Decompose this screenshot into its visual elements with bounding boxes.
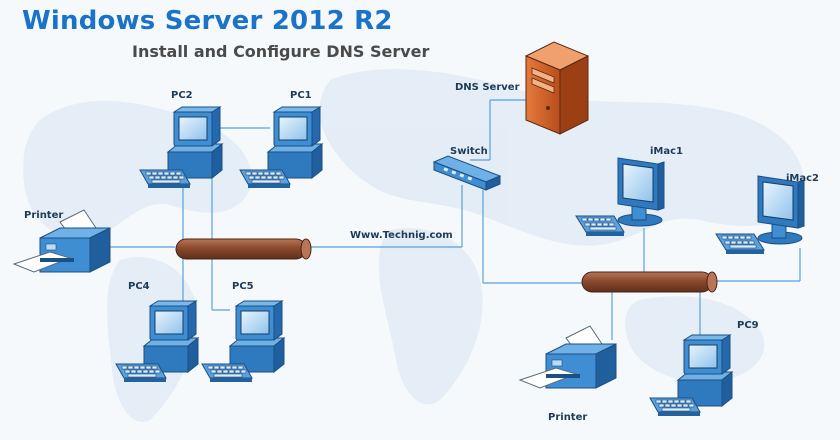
label-pc1: PC1 [290, 90, 312, 101]
label-imac1: iMac1 [650, 146, 684, 157]
label-printer-left: Printer [24, 210, 64, 221]
world-map-background [23, 69, 804, 422]
label-pc5: PC5 [232, 281, 254, 292]
label-pc9: PC9 [737, 320, 759, 331]
backbone-cable-left [175, 238, 312, 260]
label-pc4: PC4 [128, 281, 150, 292]
label-pc2: PC2 [171, 90, 193, 101]
dns-server-icon [525, 41, 589, 135]
label-printer-right: Printer [548, 412, 588, 423]
label-imac2: iMac2 [786, 173, 820, 184]
printer-right-icon [519, 325, 617, 389]
page-title: Windows Server 2012 R2 [22, 6, 393, 36]
pc5-icon [201, 300, 285, 383]
page-subtitle: Install and Configure DNS Server [132, 42, 430, 61]
label-switch: Switch [450, 146, 488, 157]
backbone-cable-right [581, 271, 718, 293]
pc1-icon [239, 106, 323, 189]
label-link: Www.Technig.com [350, 230, 453, 241]
label-dns-server: DNS Server [455, 82, 520, 93]
